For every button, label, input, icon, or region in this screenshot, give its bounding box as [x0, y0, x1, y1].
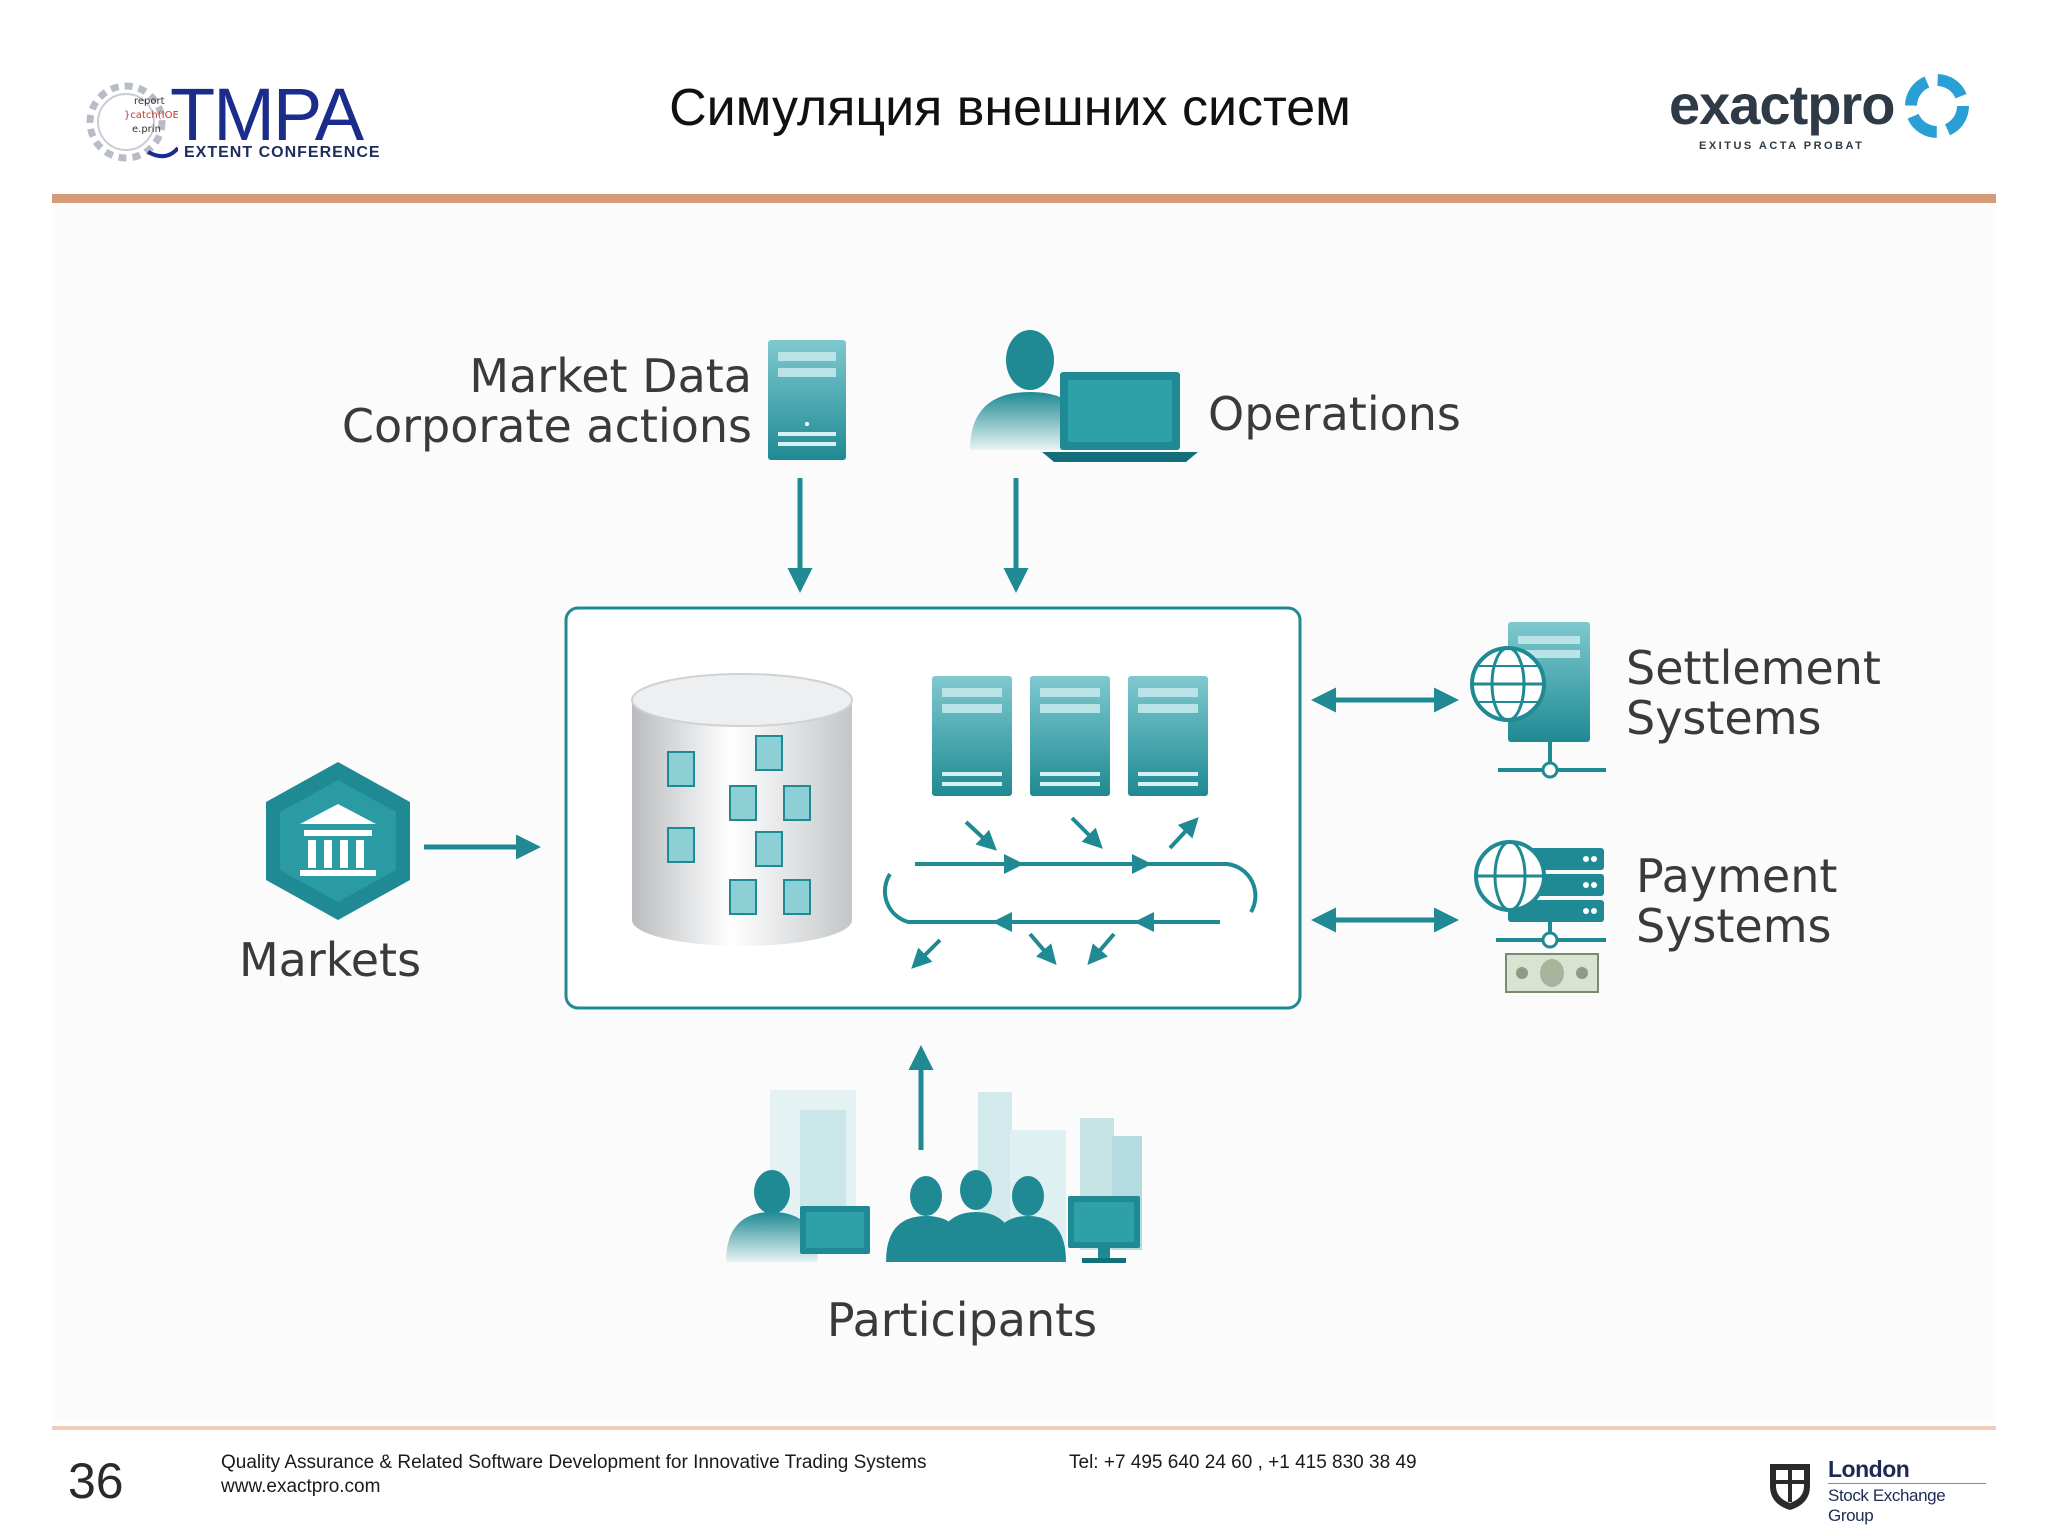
label-corporate-actions: Corporate actions — [342, 399, 752, 453]
footer-divider — [52, 1426, 1996, 1430]
server-icon-2 — [1030, 676, 1110, 796]
footer-tagline: Quality Assurance & Related Software Dev… — [221, 1452, 927, 1473]
label-settlement-1: Settlement — [1626, 641, 1881, 695]
gear-text-1: report — [134, 96, 165, 107]
database-icon — [631, 673, 853, 946]
lseg-london: London — [1828, 1456, 1910, 1482]
gear-text-3: e.prin — [132, 124, 161, 135]
page-number: 36 — [68, 1453, 124, 1509]
message-flow-loop — [882, 816, 1258, 969]
lseg-subtitle: Stock Exchange Group — [1828, 1486, 1946, 1525]
person-laptop-icon — [970, 330, 1198, 462]
gear-text-2: }catch(IOE — [124, 110, 178, 121]
lseg-crest-icon — [1770, 1464, 1810, 1510]
bank-icon — [266, 762, 410, 920]
city-people-icon — [726, 1090, 1142, 1263]
exactpro-tagline: EXITUS ACTA PROBAT — [1699, 140, 1865, 152]
label-operations: Operations — [1208, 387, 1461, 441]
server-icons — [932, 676, 1208, 796]
label-market-data: Market Data — [469, 349, 752, 403]
server-icon-3 — [1128, 676, 1208, 796]
label-payment-1: Payment — [1636, 849, 1837, 903]
label-payment-2: Systems — [1636, 899, 1832, 953]
slide-title: Симуляция внешних систем — [669, 79, 1351, 137]
header-divider — [52, 194, 1996, 203]
tmpa-logo: report }catch(IOE e.prin TMPA EXTENT CON… — [78, 72, 398, 172]
footer-url: www.exactpro.com — [221, 1476, 381, 1497]
tmpa-wordmark: TMPA — [170, 73, 364, 156]
exactpro-wordmark: exactpro — [1669, 73, 1895, 136]
exactpro-logo: exactpro EXITUS ACTA PROBAT — [1665, 64, 1995, 156]
globe-server-icon — [1470, 622, 1606, 779]
label-settlement-2: Systems — [1626, 691, 1822, 745]
market-data-server-icon — [768, 340, 846, 460]
payment-server-icon — [1474, 840, 1606, 949]
label-participants: Participants — [827, 1293, 1097, 1347]
footer-phone: Tel: +7 495 640 24 60 , +1 415 830 38 49 — [1069, 1452, 1417, 1473]
dollar-bill-icon — [1505, 953, 1599, 993]
lseg-divider — [1828, 1483, 1986, 1484]
server-icon-1 — [932, 676, 1012, 796]
exactpro-swirl-icon — [1905, 74, 1969, 138]
gear-icon: report }catch(IOE e.prin — [86, 82, 178, 162]
tmpa-subtitle: EXTENT CONFERENCE — [184, 144, 381, 161]
label-markets: Markets — [239, 933, 421, 987]
lseg-logo: London Stock Exchange Group — [1760, 1452, 1990, 1525]
